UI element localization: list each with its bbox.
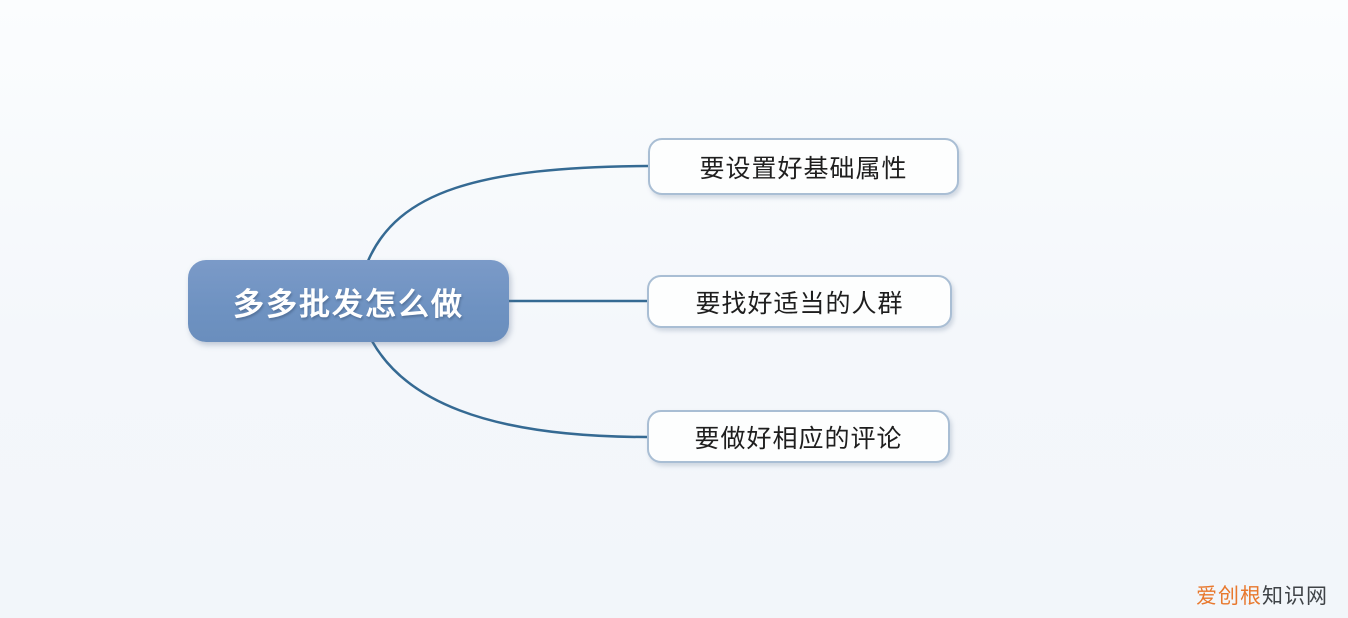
child-node-reviews: 要做好相应的评论 — [647, 410, 950, 463]
root-node: 多多批发怎么做 — [188, 260, 509, 342]
root-node-label: 多多批发怎么做 — [233, 286, 464, 322]
watermark: 爱创根知识网 — [1196, 580, 1328, 610]
child-node-basic-attributes: 要设置好基础属性 — [648, 138, 959, 195]
connector-top-branch — [366, 164, 650, 263]
child-node-target-audience: 要找好适当的人群 — [647, 275, 952, 328]
child-node-label: 要做好相应的评论 — [694, 424, 903, 453]
watermark-suffix: 知识网 — [1262, 585, 1328, 608]
child-node-label: 要设置好基础属性 — [699, 154, 908, 183]
watermark-prefix: 爱创根 — [1196, 585, 1262, 608]
connector-bottom-branch — [370, 339, 649, 439]
child-node-label: 要找好适当的人群 — [695, 289, 904, 318]
